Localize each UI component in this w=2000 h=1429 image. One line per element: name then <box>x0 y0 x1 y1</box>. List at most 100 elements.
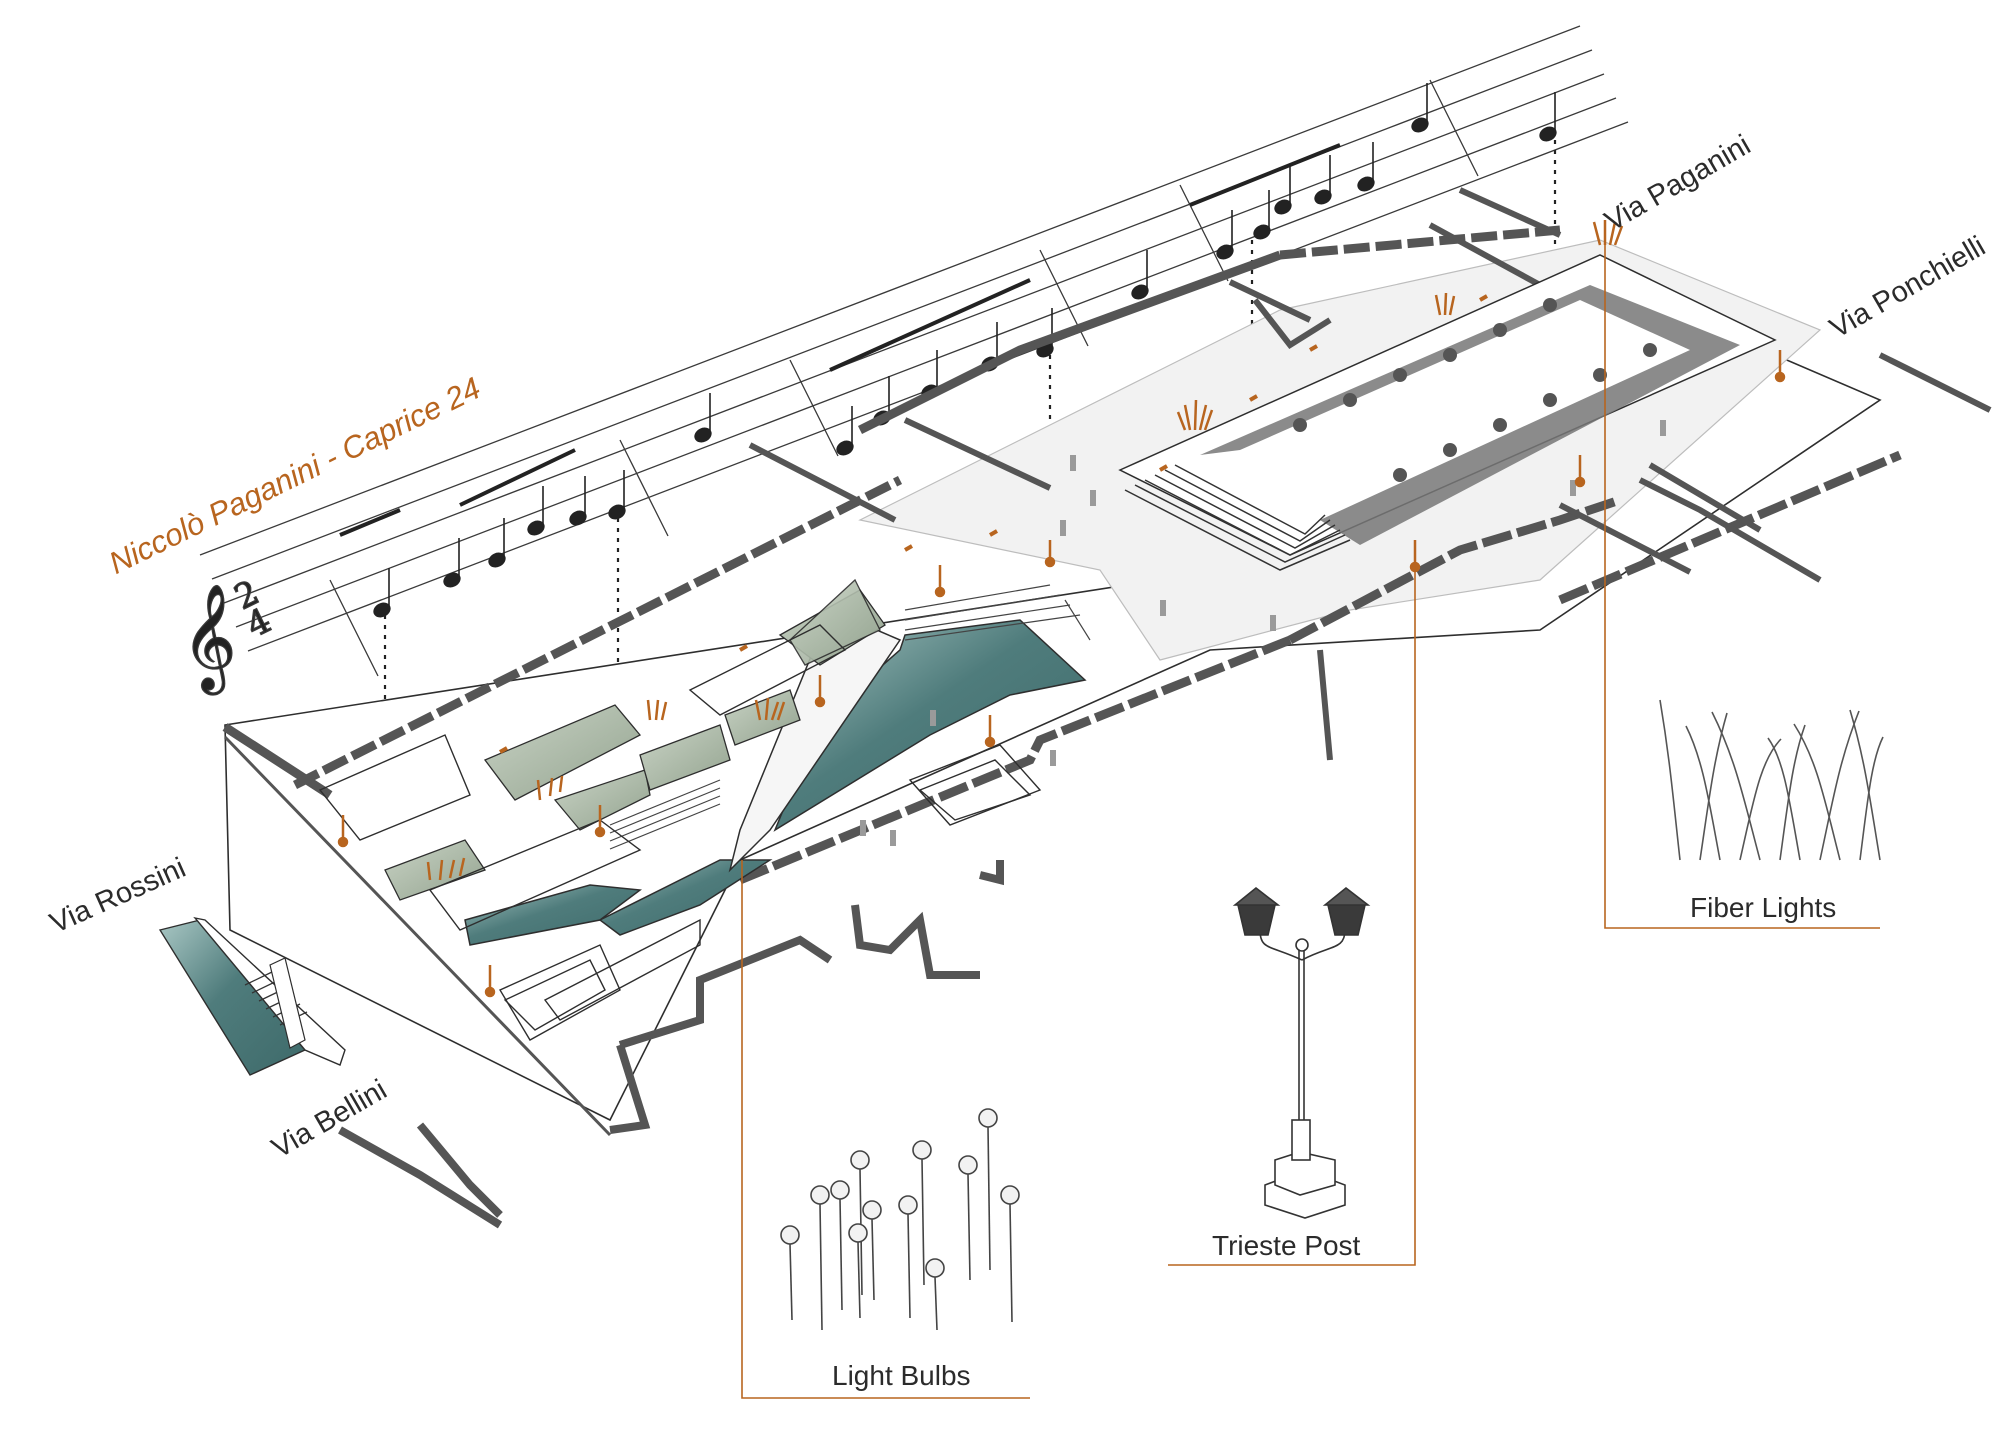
post-1 <box>337 815 349 848</box>
light-bulbs-label: Light Bulbs <box>832 1360 971 1391</box>
wall-top-middle <box>857 250 1282 435</box>
sunken-plaza <box>318 420 1666 1041</box>
bulb <box>898 1195 918 1215</box>
bulb-post <box>921 1158 925 1286</box>
note-head <box>1539 126 1557 142</box>
note-head <box>694 427 712 443</box>
bulb-post <box>907 1213 911 1319</box>
note-beam <box>459 448 576 507</box>
bar-line <box>789 359 839 457</box>
note-head <box>1274 199 1292 215</box>
time-signature-bottom: 4 <box>240 601 277 646</box>
staff-line <box>235 97 1617 628</box>
wall-upper-long <box>292 475 903 790</box>
lower-building-walls <box>338 860 1004 1229</box>
note-head <box>1131 284 1149 300</box>
fiber-lights-icon <box>1659 699 1884 861</box>
fiber-cluster-7 <box>536 775 564 801</box>
note-head <box>1357 176 1375 192</box>
bulb <box>848 1223 868 1243</box>
staff-line <box>223 73 1605 604</box>
wall-lower <box>738 635 1292 885</box>
bar-line <box>329 579 379 677</box>
light-bulb-markers <box>499 294 1488 754</box>
bulb-post <box>871 1218 875 1301</box>
bulb-post <box>967 1173 971 1281</box>
fiber-lights-label: Fiber Lights <box>1690 892 1837 923</box>
bulb-post <box>987 1126 991 1271</box>
via-rossini-stair-detail <box>158 916 346 1076</box>
trieste-posts-on-site <box>337 350 1786 998</box>
bar-line <box>1429 79 1479 177</box>
bar-line <box>619 439 669 537</box>
post-6 <box>1044 540 1056 568</box>
bulb-post <box>819 1203 823 1331</box>
wall-street-left <box>223 735 612 1137</box>
fiber-strand <box>1793 723 1841 861</box>
plaza-outlines <box>318 624 1042 1041</box>
bulb <box>780 1225 800 1245</box>
bulb <box>925 1258 945 1278</box>
green-roof-3 <box>553 769 651 831</box>
green-roof-6 <box>384 839 487 901</box>
palace-walls <box>1200 285 1740 545</box>
street-lamp-icon <box>1232 886 1371 1219</box>
green-roof-4 <box>639 724 731 791</box>
fiber-light-clusters <box>426 220 1624 881</box>
note-head <box>488 552 506 568</box>
leader-light-bulbs <box>741 860 1030 1399</box>
lower-water-pool <box>464 884 642 946</box>
fiber-cluster-1 <box>1176 399 1214 431</box>
bulb-post <box>839 1198 843 1311</box>
note-head <box>608 504 626 520</box>
note-beam <box>339 508 401 537</box>
fiber-strand <box>1767 737 1801 861</box>
bulb-post <box>1009 1203 1013 1323</box>
fiber-cluster-2 <box>1434 292 1456 316</box>
treble-clef-icon: 𝄞 <box>182 583 236 695</box>
green-roof-2 <box>483 704 642 801</box>
post-3 <box>594 805 606 838</box>
fiber-strand <box>1699 712 1728 861</box>
fiber-strand <box>1819 710 1860 861</box>
callout-leaders <box>741 245 1880 1399</box>
bulb-post <box>857 1241 861 1319</box>
note-head <box>373 602 391 618</box>
post-4 <box>814 675 826 708</box>
fiber-strand <box>1779 724 1806 861</box>
middle-water-pool <box>598 859 773 936</box>
post-9 <box>1774 350 1786 383</box>
fiber-strand <box>1849 709 1881 861</box>
wall-top-right <box>1279 225 1561 260</box>
bulb <box>978 1108 998 1128</box>
note-head <box>569 510 587 526</box>
leader-trieste-post <box>1168 565 1416 1266</box>
fiber-strand <box>1711 711 1761 861</box>
external-walls <box>748 187 1992 761</box>
bulb-post <box>934 1276 938 1331</box>
palace-outline <box>1118 254 1777 556</box>
post-2 <box>484 965 496 998</box>
palace-columns <box>1293 298 1657 482</box>
bulb <box>1000 1185 1020 1205</box>
time-signature-top: 2 <box>228 573 265 618</box>
note-head <box>1411 117 1429 133</box>
note-head <box>443 572 461 588</box>
fiber-cluster-4 <box>754 697 786 721</box>
staff-line <box>199 25 1581 556</box>
bulb <box>850 1150 870 1170</box>
note-beam <box>1189 143 1341 207</box>
note-head <box>1314 189 1332 205</box>
fiber-cluster-3 <box>1592 220 1624 246</box>
note-beam <box>829 278 1031 372</box>
green-roof-7 <box>789 578 881 666</box>
ramp-diagonal <box>728 609 902 873</box>
bulb-post <box>789 1243 793 1321</box>
post-10 <box>984 715 996 748</box>
light-bulb-posts-icon <box>780 1108 1020 1331</box>
bulb <box>912 1140 932 1160</box>
fiber-strand <box>1685 725 1721 861</box>
fiber-strand <box>1739 738 1782 861</box>
